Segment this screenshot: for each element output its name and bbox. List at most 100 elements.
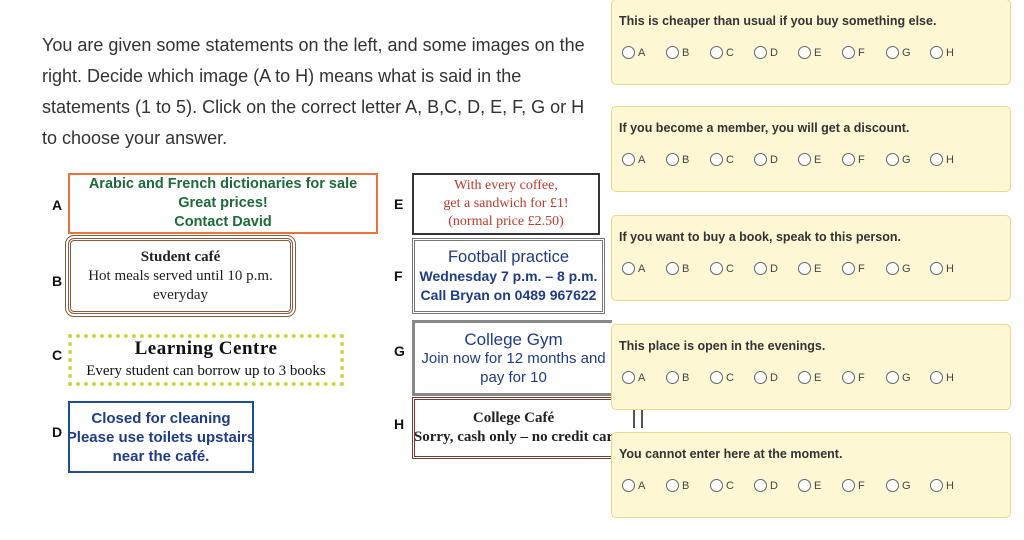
radio-icon[interactable]: [710, 262, 723, 275]
radio-icon[interactable]: [710, 479, 723, 492]
sign-letter-d: D: [52, 424, 63, 440]
sign-b-line-2: Hot meals served until 10 p.m.: [88, 267, 273, 284]
radio-icon[interactable]: [886, 46, 899, 59]
q2-option-b[interactable]: B: [666, 153, 710, 166]
question-4: This place is open in the evenings. A B …: [611, 324, 1011, 410]
sign-g-line-3: pay for 10: [480, 368, 547, 386]
q5-option-g[interactable]: G: [886, 479, 930, 492]
sign-image-d: Closed for cleaning Please use toilets u…: [68, 401, 254, 473]
radio-icon[interactable]: [622, 479, 635, 492]
q4-option-f[interactable]: F: [842, 371, 886, 384]
radio-icon[interactable]: [842, 371, 855, 384]
radio-icon[interactable]: [666, 153, 679, 166]
q1-option-b[interactable]: B: [666, 46, 710, 59]
sign-letter-g: G: [394, 343, 405, 359]
radio-icon[interactable]: [622, 153, 635, 166]
sign-b-line-1: Student café: [140, 248, 221, 265]
radio-icon[interactable]: [930, 262, 943, 275]
q3-option-h[interactable]: H: [930, 262, 974, 275]
sign-letter-h: H: [394, 416, 405, 432]
q4-option-e[interactable]: E: [798, 371, 842, 384]
radio-icon[interactable]: [798, 153, 811, 166]
radio-icon[interactable]: [886, 153, 899, 166]
radio-icon[interactable]: [754, 479, 767, 492]
q5-option-h[interactable]: H: [930, 479, 974, 492]
radio-icon[interactable]: [798, 262, 811, 275]
question-3-text: If you want to buy a book, speak to this…: [619, 230, 901, 244]
radio-icon[interactable]: [798, 371, 811, 384]
radio-icon[interactable]: [710, 153, 723, 166]
radio-icon[interactable]: [842, 479, 855, 492]
radio-icon[interactable]: [754, 262, 767, 275]
radio-icon[interactable]: [754, 46, 767, 59]
q2-option-a[interactable]: A: [622, 153, 666, 166]
q4-option-d[interactable]: D: [754, 371, 798, 384]
q1-option-a[interactable]: A: [622, 46, 666, 59]
sign-g-line-2: Join now for 12 months and: [421, 349, 606, 367]
q1-option-d[interactable]: D: [754, 46, 798, 59]
radio-icon[interactable]: [710, 371, 723, 384]
q1-option-f[interactable]: F: [842, 46, 886, 59]
q2-option-d[interactable]: D: [754, 153, 798, 166]
q3-option-g[interactable]: G: [886, 262, 930, 275]
q5-option-f[interactable]: F: [842, 479, 886, 492]
radio-icon[interactable]: [930, 46, 943, 59]
q4-option-c[interactable]: C: [710, 371, 754, 384]
q2-option-h[interactable]: H: [930, 153, 974, 166]
q1-option-h[interactable]: H: [930, 46, 974, 59]
q5-option-d[interactable]: D: [754, 479, 798, 492]
radio-icon[interactable]: [798, 479, 811, 492]
radio-icon[interactable]: [886, 479, 899, 492]
q3-option-e[interactable]: E: [798, 262, 842, 275]
sign-image-b: Student café Hot meals served until 10 p…: [65, 235, 296, 317]
radio-icon[interactable]: [930, 479, 943, 492]
q2-option-e[interactable]: E: [798, 153, 842, 166]
question-5-options: A B C D E F G H: [622, 479, 974, 492]
q5-option-c[interactable]: C: [710, 479, 754, 492]
radio-icon[interactable]: [622, 46, 635, 59]
q2-option-c[interactable]: C: [710, 153, 754, 166]
question-1-text: This is cheaper than usual if you buy so…: [619, 14, 937, 28]
radio-icon[interactable]: [886, 371, 899, 384]
radio-icon[interactable]: [710, 46, 723, 59]
radio-icon[interactable]: [886, 262, 899, 275]
sign-d-line-2: Please use toilets upstairs: [68, 428, 254, 446]
radio-icon[interactable]: [842, 153, 855, 166]
sign-letter-b: B: [52, 273, 63, 289]
q5-option-a[interactable]: A: [622, 479, 666, 492]
sign-letter-c: C: [52, 347, 63, 363]
radio-icon[interactable]: [930, 153, 943, 166]
q2-option-g[interactable]: G: [886, 153, 930, 166]
radio-icon[interactable]: [666, 371, 679, 384]
radio-icon[interactable]: [622, 371, 635, 384]
q4-option-a[interactable]: A: [622, 371, 666, 384]
radio-icon[interactable]: [842, 46, 855, 59]
q4-option-g[interactable]: G: [886, 371, 930, 384]
radio-icon[interactable]: [842, 262, 855, 275]
instructions-text: You are given some statements on the lef…: [42, 35, 585, 148]
radio-icon[interactable]: [666, 479, 679, 492]
q3-option-b[interactable]: B: [666, 262, 710, 275]
radio-icon[interactable]: [754, 371, 767, 384]
q4-option-b[interactable]: B: [666, 371, 710, 384]
q2-option-f[interactable]: F: [842, 153, 886, 166]
q1-option-g[interactable]: G: [886, 46, 930, 59]
radio-icon[interactable]: [930, 371, 943, 384]
q3-option-d[interactable]: D: [754, 262, 798, 275]
sign-e-line-2: get a sandwich for £1!: [443, 196, 569, 211]
q3-option-f[interactable]: F: [842, 262, 886, 275]
q4-option-h[interactable]: H: [930, 371, 974, 384]
radio-icon[interactable]: [798, 46, 811, 59]
radio-icon[interactable]: [666, 46, 679, 59]
radio-icon[interactable]: [622, 262, 635, 275]
q5-option-b[interactable]: B: [666, 479, 710, 492]
radio-icon[interactable]: [666, 262, 679, 275]
q1-option-c[interactable]: C: [710, 46, 754, 59]
radio-icon[interactable]: [754, 153, 767, 166]
q1-option-e[interactable]: E: [798, 46, 842, 59]
q3-option-c[interactable]: C: [710, 262, 754, 275]
q5-option-e[interactable]: E: [798, 479, 842, 492]
question-5-text: You cannot enter here at the moment.: [619, 447, 843, 461]
sign-c-line-2: Every student can borrow up to 3 books: [86, 363, 326, 379]
q3-option-a[interactable]: A: [622, 262, 666, 275]
